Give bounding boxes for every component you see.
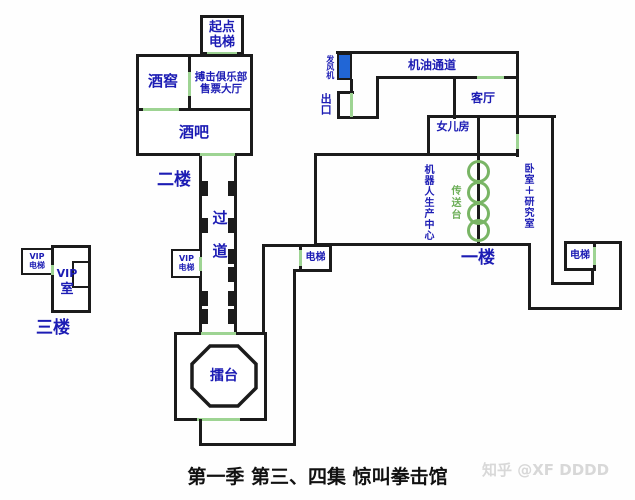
door-marker bbox=[200, 153, 235, 156]
door-marker bbox=[199, 257, 202, 271]
wall-segment bbox=[619, 241, 622, 310]
door-marker bbox=[228, 249, 234, 264]
wall-segment bbox=[528, 307, 622, 310]
wall-segment bbox=[314, 153, 317, 246]
wall-segment bbox=[516, 51, 519, 157]
door-marker bbox=[202, 291, 208, 306]
label-line: 起点 bbox=[208, 20, 235, 36]
label-vip-elevator-f3: VIP 电梯 bbox=[22, 250, 52, 274]
conveyor-circle bbox=[467, 160, 490, 183]
label-bedroom-lab: 卧室＋研究室 bbox=[522, 163, 533, 229]
label-oil-corridor: 机油通道 bbox=[407, 58, 456, 73]
door-marker bbox=[477, 76, 504, 79]
label-bar: 酒吧 bbox=[178, 122, 209, 141]
label-blower: 发风机 bbox=[325, 54, 335, 79]
label-elevator-f2: 电梯 bbox=[305, 252, 326, 263]
label-daughter-room: 女儿房 bbox=[436, 119, 470, 133]
label-floor2: 二楼 bbox=[157, 169, 191, 190]
label-vip-room-line1: VIP bbox=[56, 266, 78, 280]
map-title: 第一季 第三、四集 惊叫拳击馆 bbox=[187, 466, 448, 488]
wall-segment bbox=[199, 156, 202, 335]
door-marker bbox=[143, 108, 179, 111]
wall-segment bbox=[337, 116, 379, 119]
wall-segment bbox=[427, 115, 556, 118]
door-marker bbox=[228, 181, 234, 196]
label-line: VIP bbox=[178, 253, 195, 263]
wall-segment bbox=[262, 244, 265, 335]
wall-segment bbox=[336, 51, 519, 54]
door-marker bbox=[350, 93, 353, 117]
door-marker bbox=[202, 309, 208, 324]
door-marker bbox=[516, 134, 519, 149]
label-living-room: 客厅 bbox=[470, 90, 495, 105]
label-start-elevator: 起点 电梯 bbox=[202, 19, 242, 52]
wall-segment bbox=[427, 115, 430, 156]
wall-segment bbox=[337, 91, 340, 119]
label-line: 电梯 bbox=[178, 262, 195, 272]
label-exit: 出口 bbox=[319, 93, 333, 115]
label-corridor: 过道 bbox=[210, 210, 229, 276]
label-ticket-hall: 搏击俱乐部 售票大厅 bbox=[190, 70, 252, 97]
label-line: 售票大厅 bbox=[200, 82, 242, 95]
wall-segment bbox=[551, 115, 554, 285]
label-line: 搏击俱乐部 bbox=[194, 70, 248, 83]
wall-segment bbox=[199, 419, 202, 446]
label-vip-room-line2: 室 bbox=[60, 281, 74, 297]
door-marker bbox=[197, 418, 240, 421]
wall-segment bbox=[293, 269, 296, 446]
door-marker bbox=[228, 267, 234, 282]
wall-segment bbox=[234, 156, 237, 335]
conveyor-circle bbox=[467, 219, 490, 242]
door-marker bbox=[51, 265, 54, 275]
wall-segment bbox=[551, 282, 594, 285]
wall-segment bbox=[477, 115, 480, 156]
label-robot-center: 机器人生产中心 bbox=[422, 163, 433, 241]
label-elevator-f1: 电梯 bbox=[570, 250, 590, 261]
door-marker bbox=[299, 250, 302, 266]
wall-segment bbox=[376, 76, 379, 119]
door-marker bbox=[228, 291, 234, 306]
door-marker bbox=[228, 218, 234, 233]
label-conveyor: 传送台 bbox=[449, 185, 460, 221]
wall-segment bbox=[136, 108, 253, 111]
door-marker bbox=[228, 309, 234, 324]
door-marker bbox=[202, 218, 208, 233]
wall-segment bbox=[337, 91, 354, 94]
label-line: 电梯 bbox=[208, 34, 235, 50]
door-marker bbox=[188, 72, 191, 96]
label-floor3: 三楼 bbox=[36, 317, 70, 338]
wall-segment bbox=[350, 79, 353, 94]
conveyor-circle bbox=[467, 181, 490, 204]
blower-machine bbox=[337, 53, 352, 80]
wall-segment bbox=[376, 76, 519, 79]
door-marker bbox=[201, 332, 236, 335]
wall-segment bbox=[453, 76, 456, 119]
label-wine-cellar: 酒窖 bbox=[147, 71, 178, 90]
wall-segment bbox=[262, 244, 302, 247]
wall-segment bbox=[528, 243, 531, 310]
wall-segment bbox=[199, 443, 296, 446]
door-marker bbox=[202, 181, 208, 196]
label-vip-elevator-f2: VIP 电梯 bbox=[172, 251, 201, 276]
wall-segment bbox=[314, 153, 519, 156]
vip-room-closet bbox=[72, 261, 90, 288]
building-floor2 bbox=[136, 54, 253, 156]
wall-segment bbox=[591, 268, 594, 285]
label-line: 电梯 bbox=[29, 261, 45, 270]
wall-segment bbox=[293, 269, 302, 272]
ring-octagon bbox=[190, 344, 258, 408]
label-ring: 擂台 bbox=[210, 367, 238, 384]
watermark: 知乎 @XF DDDD bbox=[482, 461, 610, 479]
label-line: VIP bbox=[29, 252, 45, 262]
wall-segment bbox=[314, 243, 531, 246]
door-marker bbox=[593, 247, 596, 265]
label-floor1: 一楼 bbox=[461, 247, 495, 268]
